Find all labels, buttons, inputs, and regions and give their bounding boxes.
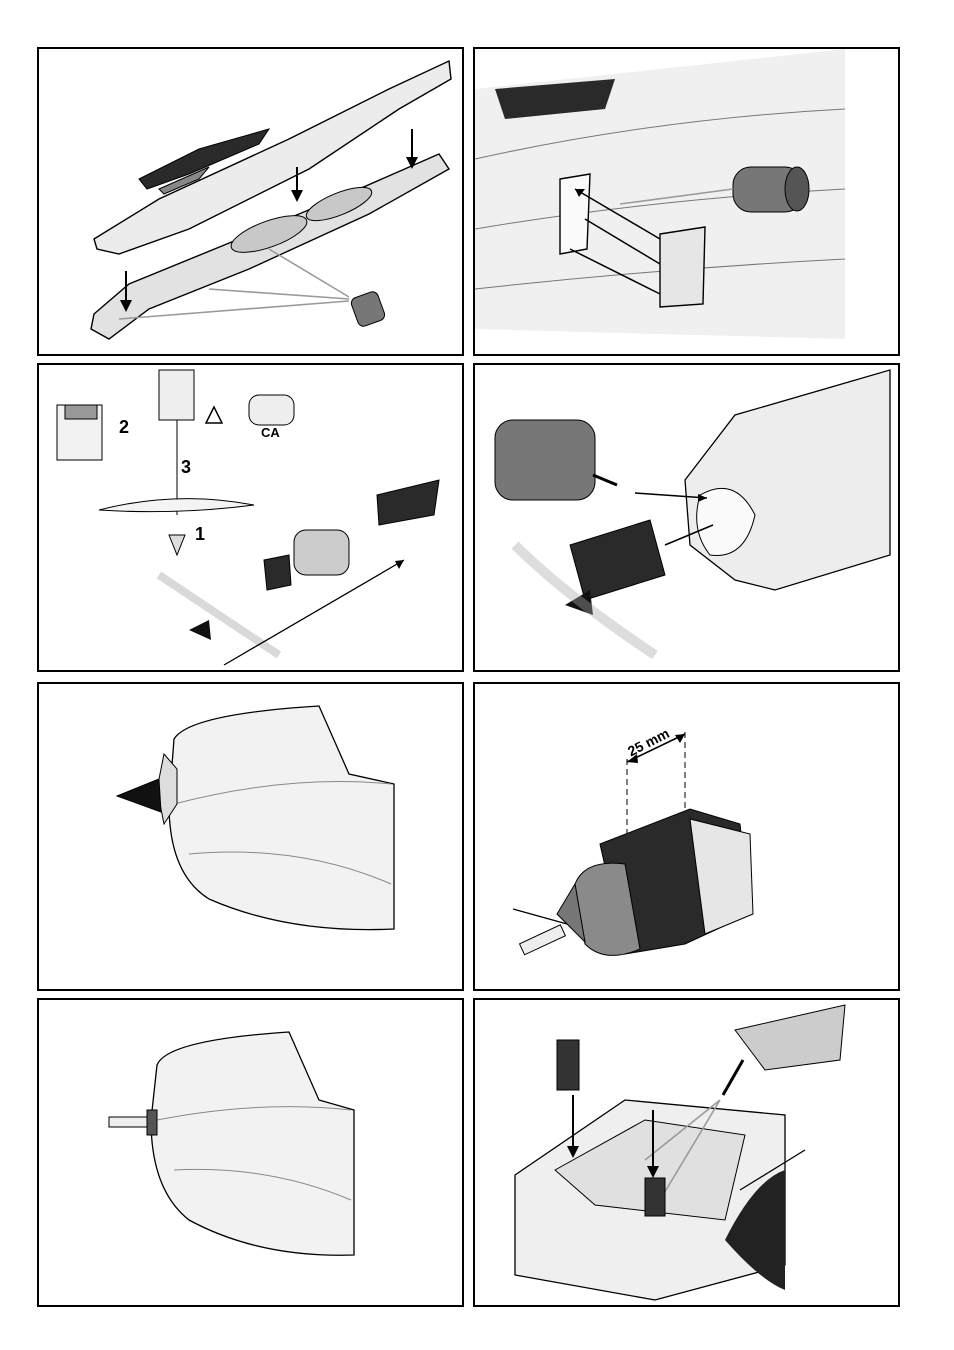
measure-25mm-label: 25 mm	[625, 725, 672, 759]
figure-motor-into-nose	[473, 363, 900, 672]
figure-nose-with-spinner	[37, 682, 464, 991]
figure-fuselage-halves	[37, 47, 464, 356]
figure-motor-mount-measure: 25 mm	[473, 682, 900, 991]
step-3-label: 3	[181, 457, 191, 477]
figure-motor-propeller-exploded: 2 3 1 CA	[37, 363, 464, 672]
figure-battery-hatch	[473, 47, 900, 356]
ca-glue-label: CA	[261, 425, 280, 440]
step-1-label: 1	[195, 524, 205, 544]
figure-nose-with-shaft	[37, 998, 464, 1307]
figure-hinge-glue	[473, 998, 900, 1307]
step-2-label: 2	[119, 417, 129, 437]
